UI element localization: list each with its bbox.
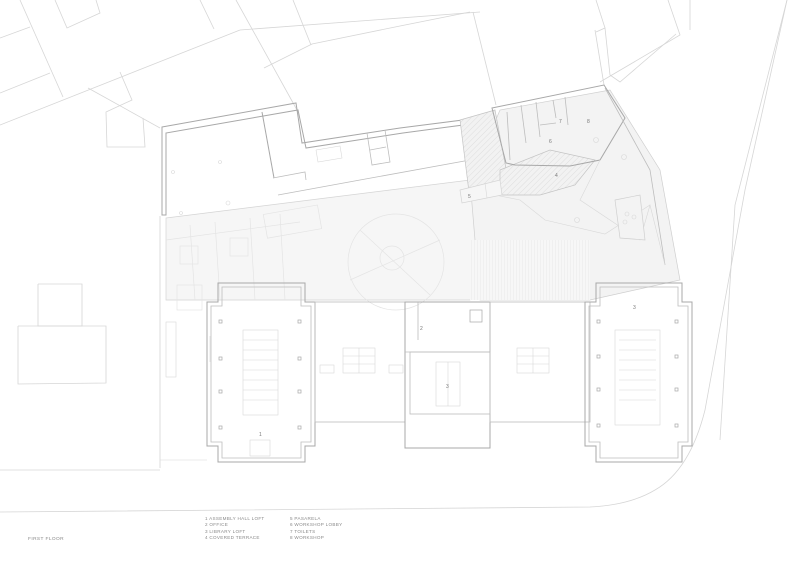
connector-hall bbox=[314, 301, 406, 423]
legend-item: 1 ASSEMBLY HALL LOFT bbox=[205, 516, 265, 521]
room-marker-7: 7 bbox=[559, 119, 562, 125]
legend-item: 3 LIBRARY LOFT bbox=[205, 528, 246, 534]
covered-terrace-area bbox=[165, 179, 501, 311]
room-marker-5: 5 bbox=[468, 194, 471, 200]
legend-column-1: 1 ASSEMBLY HALL LOFT 2 OFFICE 3 LIBRARY … bbox=[205, 516, 265, 541]
library bbox=[404, 301, 491, 449]
legend-item: 7 TOILETS bbox=[290, 528, 316, 534]
room-marker-8: 8 bbox=[587, 119, 590, 125]
room-marker-4: 4 bbox=[555, 173, 558, 179]
legend-column-2: 5 PASARELA 6 WORKSHOP LOBBY 7 TOILETS 8 … bbox=[290, 516, 342, 541]
legend-item: 6 WORKSHOP LOBBY bbox=[290, 522, 343, 528]
legend-item: 2 OFFICE bbox=[205, 522, 229, 528]
room-marker-3-loft: 3 bbox=[633, 305, 636, 311]
north-wing bbox=[161, 102, 471, 216]
assembly-hall bbox=[206, 282, 316, 463]
room-marker-6: 6 bbox=[549, 139, 552, 145]
legend-item: 8 WORKSHOP bbox=[290, 534, 325, 540]
context-lines bbox=[0, 0, 788, 513]
room-marker-1: 1 bbox=[259, 432, 262, 438]
west-details bbox=[160, 284, 207, 461]
legend-item: 4 COVERED TERRACE bbox=[205, 534, 260, 540]
library-loft-hall bbox=[584, 282, 693, 463]
drawing-title: FIRST FLOOR bbox=[28, 537, 65, 542]
room-marker-3-library: 3 bbox=[446, 384, 449, 390]
workshop-block bbox=[459, 84, 681, 301]
right-connector bbox=[489, 301, 591, 423]
room-marker-2: 2 bbox=[420, 326, 423, 332]
legend-item: 5 PASARELA bbox=[290, 516, 321, 521]
